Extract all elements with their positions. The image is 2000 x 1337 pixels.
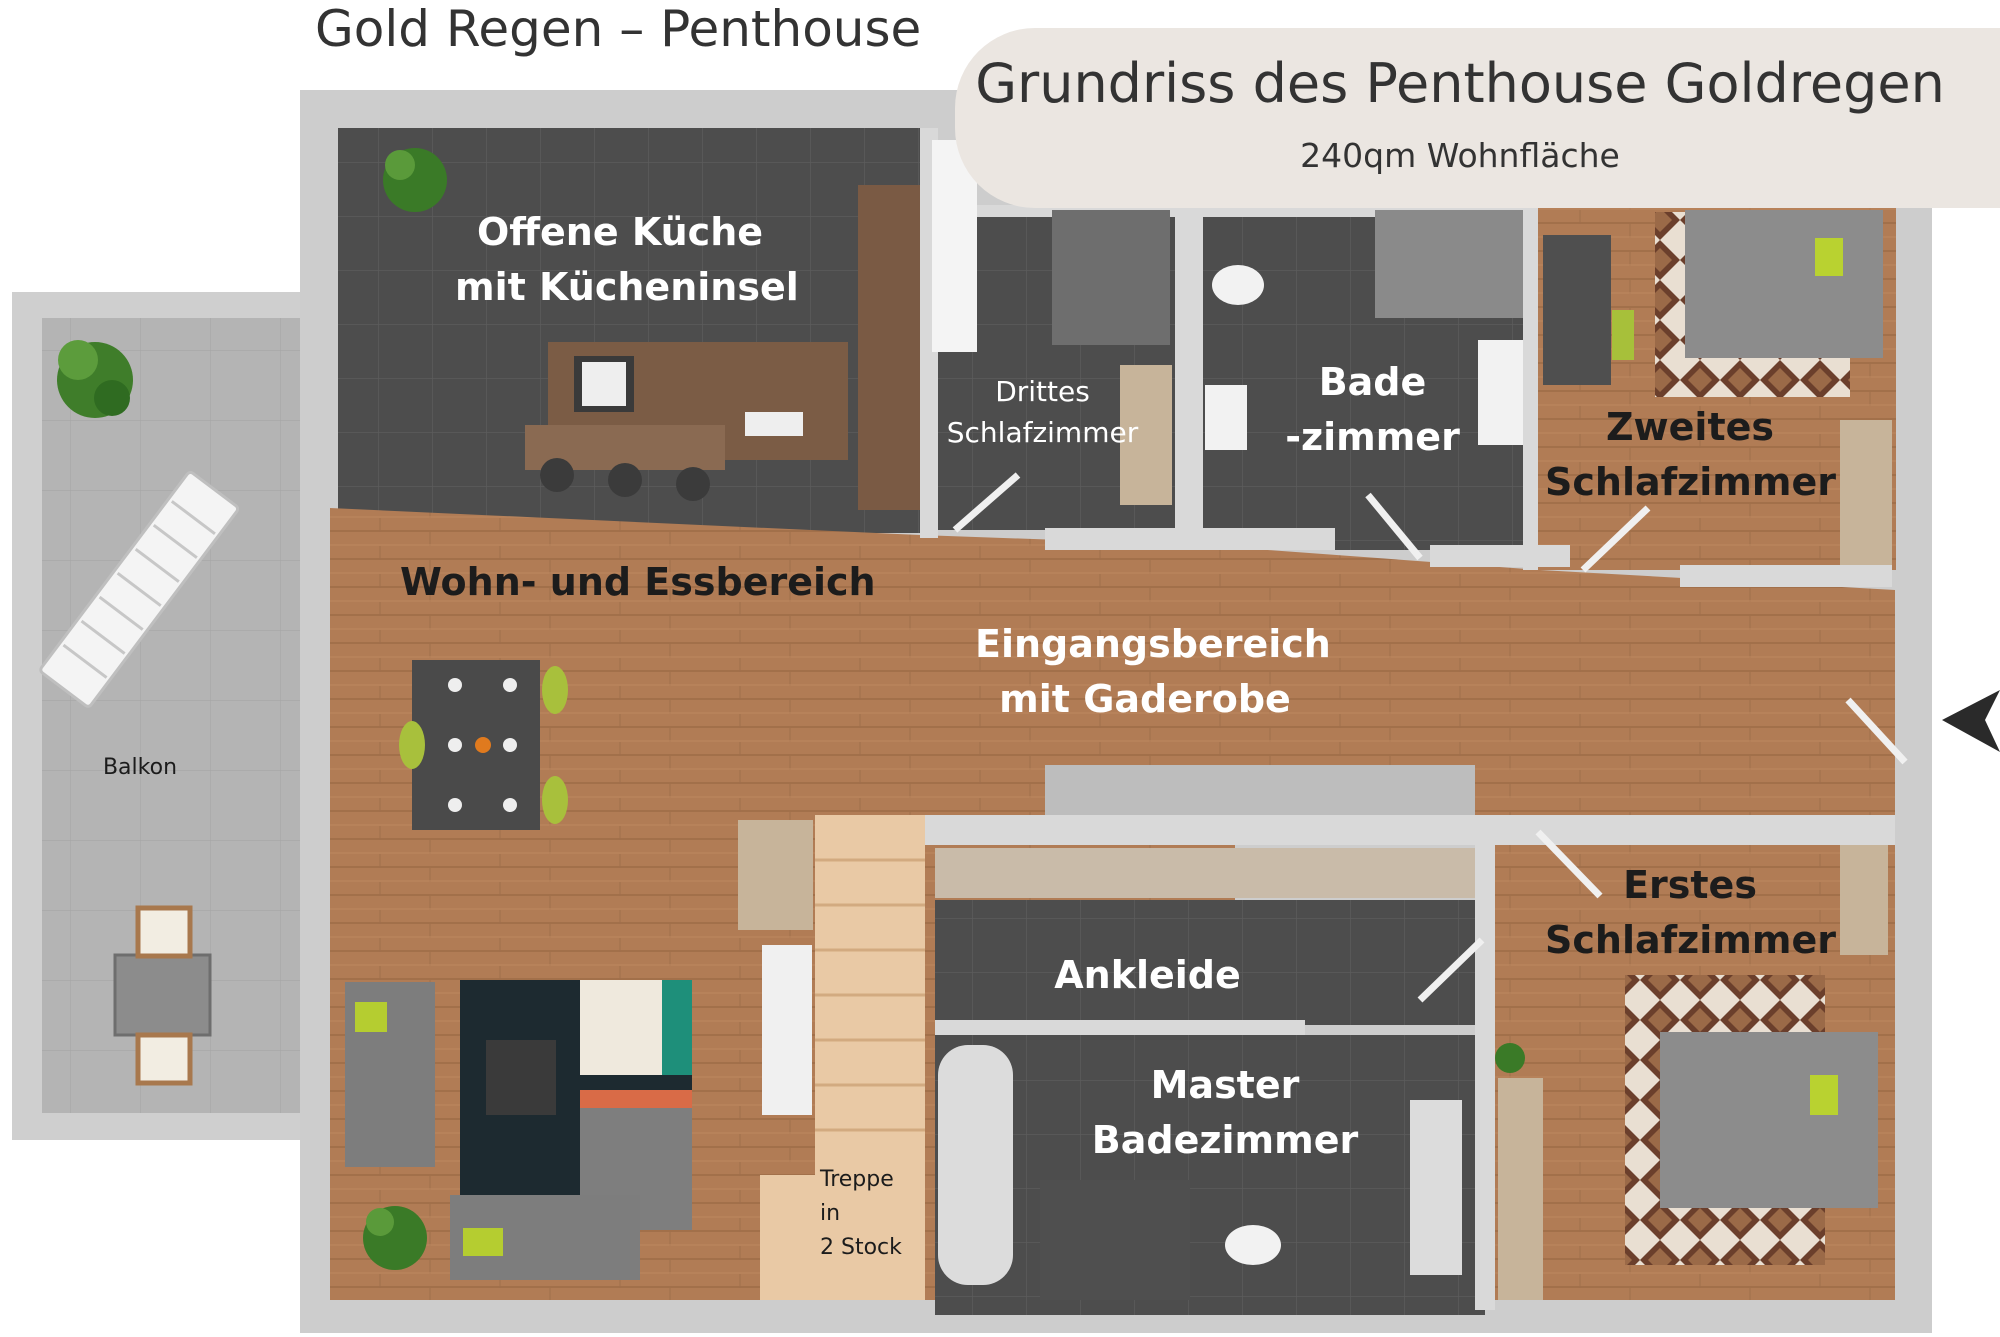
label-bathroom: Bade -zimmer [1255,355,1490,465]
second-bedroom-wardrobe [1840,420,1892,565]
sideboard [1045,765,1475,815]
dressing-shelf [935,848,1475,898]
label-first-bedroom: Erstes Schlafzimmer [1545,858,1836,968]
kitchen-cabinet [932,140,977,352]
label-living: Wohn- und Essbereich [400,555,876,610]
kitchen-plant [383,148,447,212]
dressing-floor [935,900,1485,1025]
bath-tub [1375,210,1523,318]
first-bedroom-pillow [1810,1075,1838,1115]
second-bedroom-chair [1612,310,1634,360]
living-plant [363,1206,427,1270]
toilet [1212,265,1264,305]
living-rug [460,980,692,1230]
label-balcony: Balkon [90,752,190,784]
label-kitchen-line2: mit Kücheninsel [455,265,799,310]
header-subtitle: 240qm Wohnfläche [1300,136,1620,175]
label-living-line1: Wohn- und Essbereich [400,560,876,604]
label-entrance-line2: mit Gaderobe [999,677,1291,722]
balcony-table-set [113,905,212,1086]
label-kitchen-line1: Offene Küche [476,210,764,254]
label-first-bedroom-line1: Erstes [1623,863,1757,907]
third-bedroom-bed [1052,210,1170,345]
first-bedroom-bed [1660,1032,1878,1208]
master-vanity [1410,1100,1462,1275]
second-bedroom-pillow [1815,238,1843,276]
label-stairs-line3: 2 Stock [820,1235,902,1261]
plan-title: Gold Regen – Penthouse [315,0,922,58]
label-second-bedroom-line1: Zweites [1605,405,1774,449]
first-bedroom-wardrobe [1498,1078,1543,1300]
label-first-bedroom-line2: Schlafzimmer [1545,918,1836,963]
doors [952,472,1908,1003]
balcony-plant [57,340,133,418]
tv-unit [762,945,812,1115]
label-stairs: Treppe in 2 Stock [820,1163,930,1265]
master-toilet [1225,1225,1281,1265]
label-bathroom-line1: Bade [1318,360,1427,404]
master-bath-floor [935,1035,1485,1315]
label-bathroom-line2: -zimmer [1285,415,1460,460]
interior-walls [920,128,1895,1310]
entrance-arrow-icon [1942,690,2000,752]
label-third-bedroom: Drittes Schlafzimmer [920,372,1165,453]
label-dressing: Ankleide [1040,948,1255,1003]
bath-sink [1205,385,1247,450]
staircase [738,815,925,1300]
master-bathtub [938,1045,1013,1285]
label-dressing-line1: Ankleide [1054,953,1241,997]
third-bedroom-desk [1120,365,1172,505]
master-shower [1040,1180,1190,1300]
second-bedroom-bed [1685,210,1883,358]
label-master-bath-line2: Badezimmer [1091,1118,1359,1163]
kitchen-counter [858,185,920,510]
label-second-bedroom-line2: Schlafzimmer [1545,460,1836,505]
lounge-chair [39,471,240,708]
dining-table [399,660,568,830]
sofa [345,982,640,1280]
first-bedroom-plant [1495,1043,1525,1073]
label-stairs-line1: Treppe [820,1167,894,1192]
label-stairs-line2: in [820,1201,841,1227]
label-entrance-line1: Eingangsbereich [975,622,1331,666]
label-third-bedroom-line1: Drittes [995,375,1090,408]
label-master-bath: Master Badezimmer [1090,1058,1360,1168]
second-bedroom-desk [1543,235,1611,385]
label-entrance: Eingangsbereich mit Gaderobe [975,617,1331,727]
first-bedroom-nightstand [1840,845,1888,955]
kitchen-island [525,342,848,501]
bath-shower [1478,340,1523,445]
label-second-bedroom: Zweites Schlafzimmer [1545,400,1836,510]
balcony [12,292,302,1140]
header-title: Grundriss des Penthouse Goldregen [975,52,1945,115]
label-master-bath-line1: Master [1150,1063,1300,1107]
label-kitchen: Offene Küche mit Kücheninsel [455,205,799,315]
label-balcony-line1: Balkon [102,755,178,780]
header-box: Grundriss des Penthouse Goldregen 240qm … [955,28,2000,208]
label-third-bedroom-line2: Schlafzimmer [946,415,1139,449]
